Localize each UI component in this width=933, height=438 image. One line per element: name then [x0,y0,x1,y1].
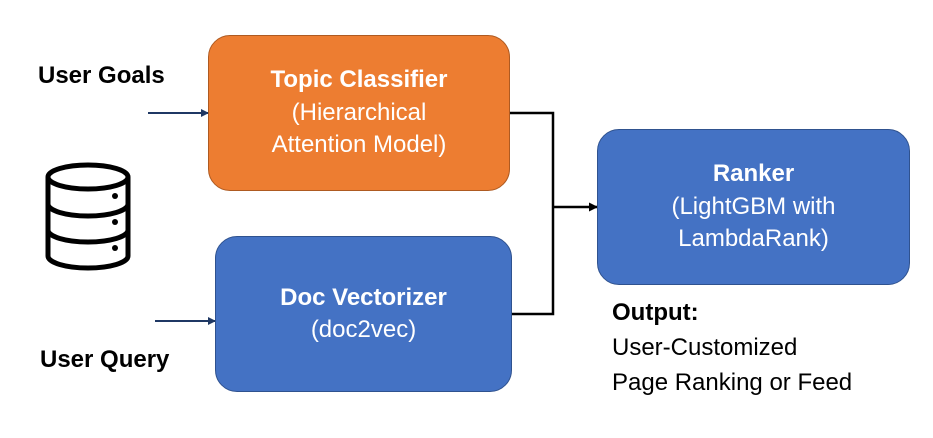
ranker-box: Ranker (LightGBM with LambdaRank) [597,129,910,285]
database-icon [45,162,131,271]
topic-classifier-box: Topic Classifier (Hierarchical Attention… [208,35,510,191]
topic-classifier-line1: (Hierarchical [291,98,427,126]
topic-classifier-title: Topic Classifier [270,66,448,94]
output-line1: User-Customized [612,333,798,361]
topic-classifier-line2: Attention Model) [271,131,447,159]
output-block: Output: User-Customized Page Ranking or … [612,296,852,400]
doc-vectorizer-title: Doc Vectorizer [280,283,447,311]
ranker-title: Ranker [712,160,795,188]
user-query-label: User Query [40,346,170,373]
user-goals-label: User Goals [38,62,165,89]
classifier-to-ranker-connector [510,111,555,207]
ranker-line2: LambdaRank) [678,225,829,253]
output-line2: Page Ranking or Feed [612,368,853,396]
vectorizer-to-ranker-connector [512,207,555,316]
doc-vectorizer-line1: (doc2vec) [310,316,417,343]
output-heading: Output: [612,299,699,326]
ranker-line1: (LightGBM with [671,192,836,220]
doc-vectorizer-box: Doc Vectorizer (doc2vec) [215,236,512,392]
